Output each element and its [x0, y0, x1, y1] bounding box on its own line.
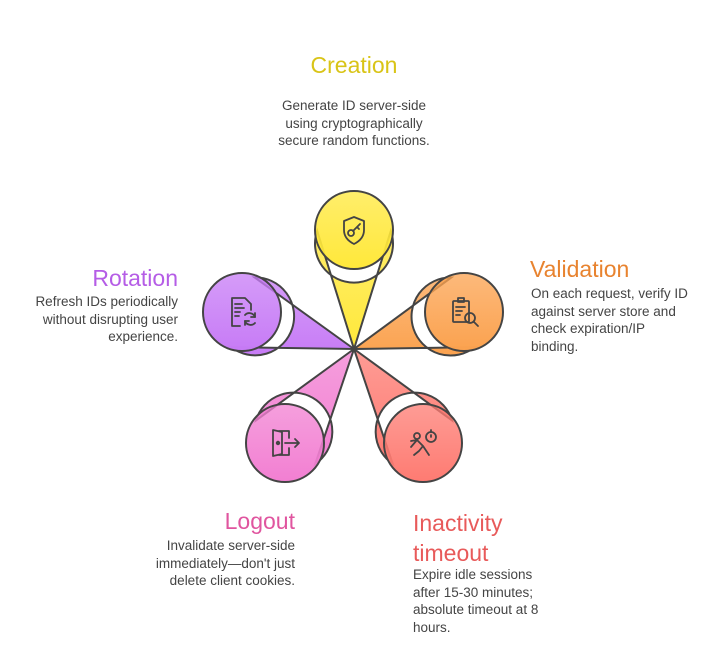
rotation-petal: [228, 276, 358, 357]
validation-petal: [350, 276, 478, 357]
validation-title: Validation: [530, 256, 630, 282]
creation-description: Generate ID server-side using cryptograp…: [278, 98, 430, 148]
rotation-title: Rotation: [92, 265, 178, 291]
door-exit-icon: [272, 429, 300, 457]
inactivity-title: Inactivity timeout: [413, 510, 503, 566]
creation-title: Creation: [310, 52, 398, 78]
validation-circle: [424, 272, 504, 352]
inactivity-petal: [352, 346, 454, 467]
logout-petal: [254, 346, 356, 467]
shield-key-icon: [343, 216, 365, 245]
clipboard-search-icon: [452, 297, 479, 327]
document-refresh-icon: [231, 297, 256, 327]
running-stopwatch-icon: [410, 429, 437, 456]
logout-description: Invalidate server-side immediately—don't…: [155, 538, 295, 588]
rotation-description: Refresh IDs periodically without disrupt…: [35, 294, 178, 344]
validation-description: On each request, verify ID against serve…: [531, 286, 688, 354]
inactivity-circle: [383, 403, 463, 483]
inactivity-description: Expire idle sessions after 15-30 minutes…: [413, 567, 539, 635]
logout-title: Logout: [224, 508, 295, 534]
rotation-circle: [202, 272, 282, 352]
creation-petal: [314, 227, 394, 353]
